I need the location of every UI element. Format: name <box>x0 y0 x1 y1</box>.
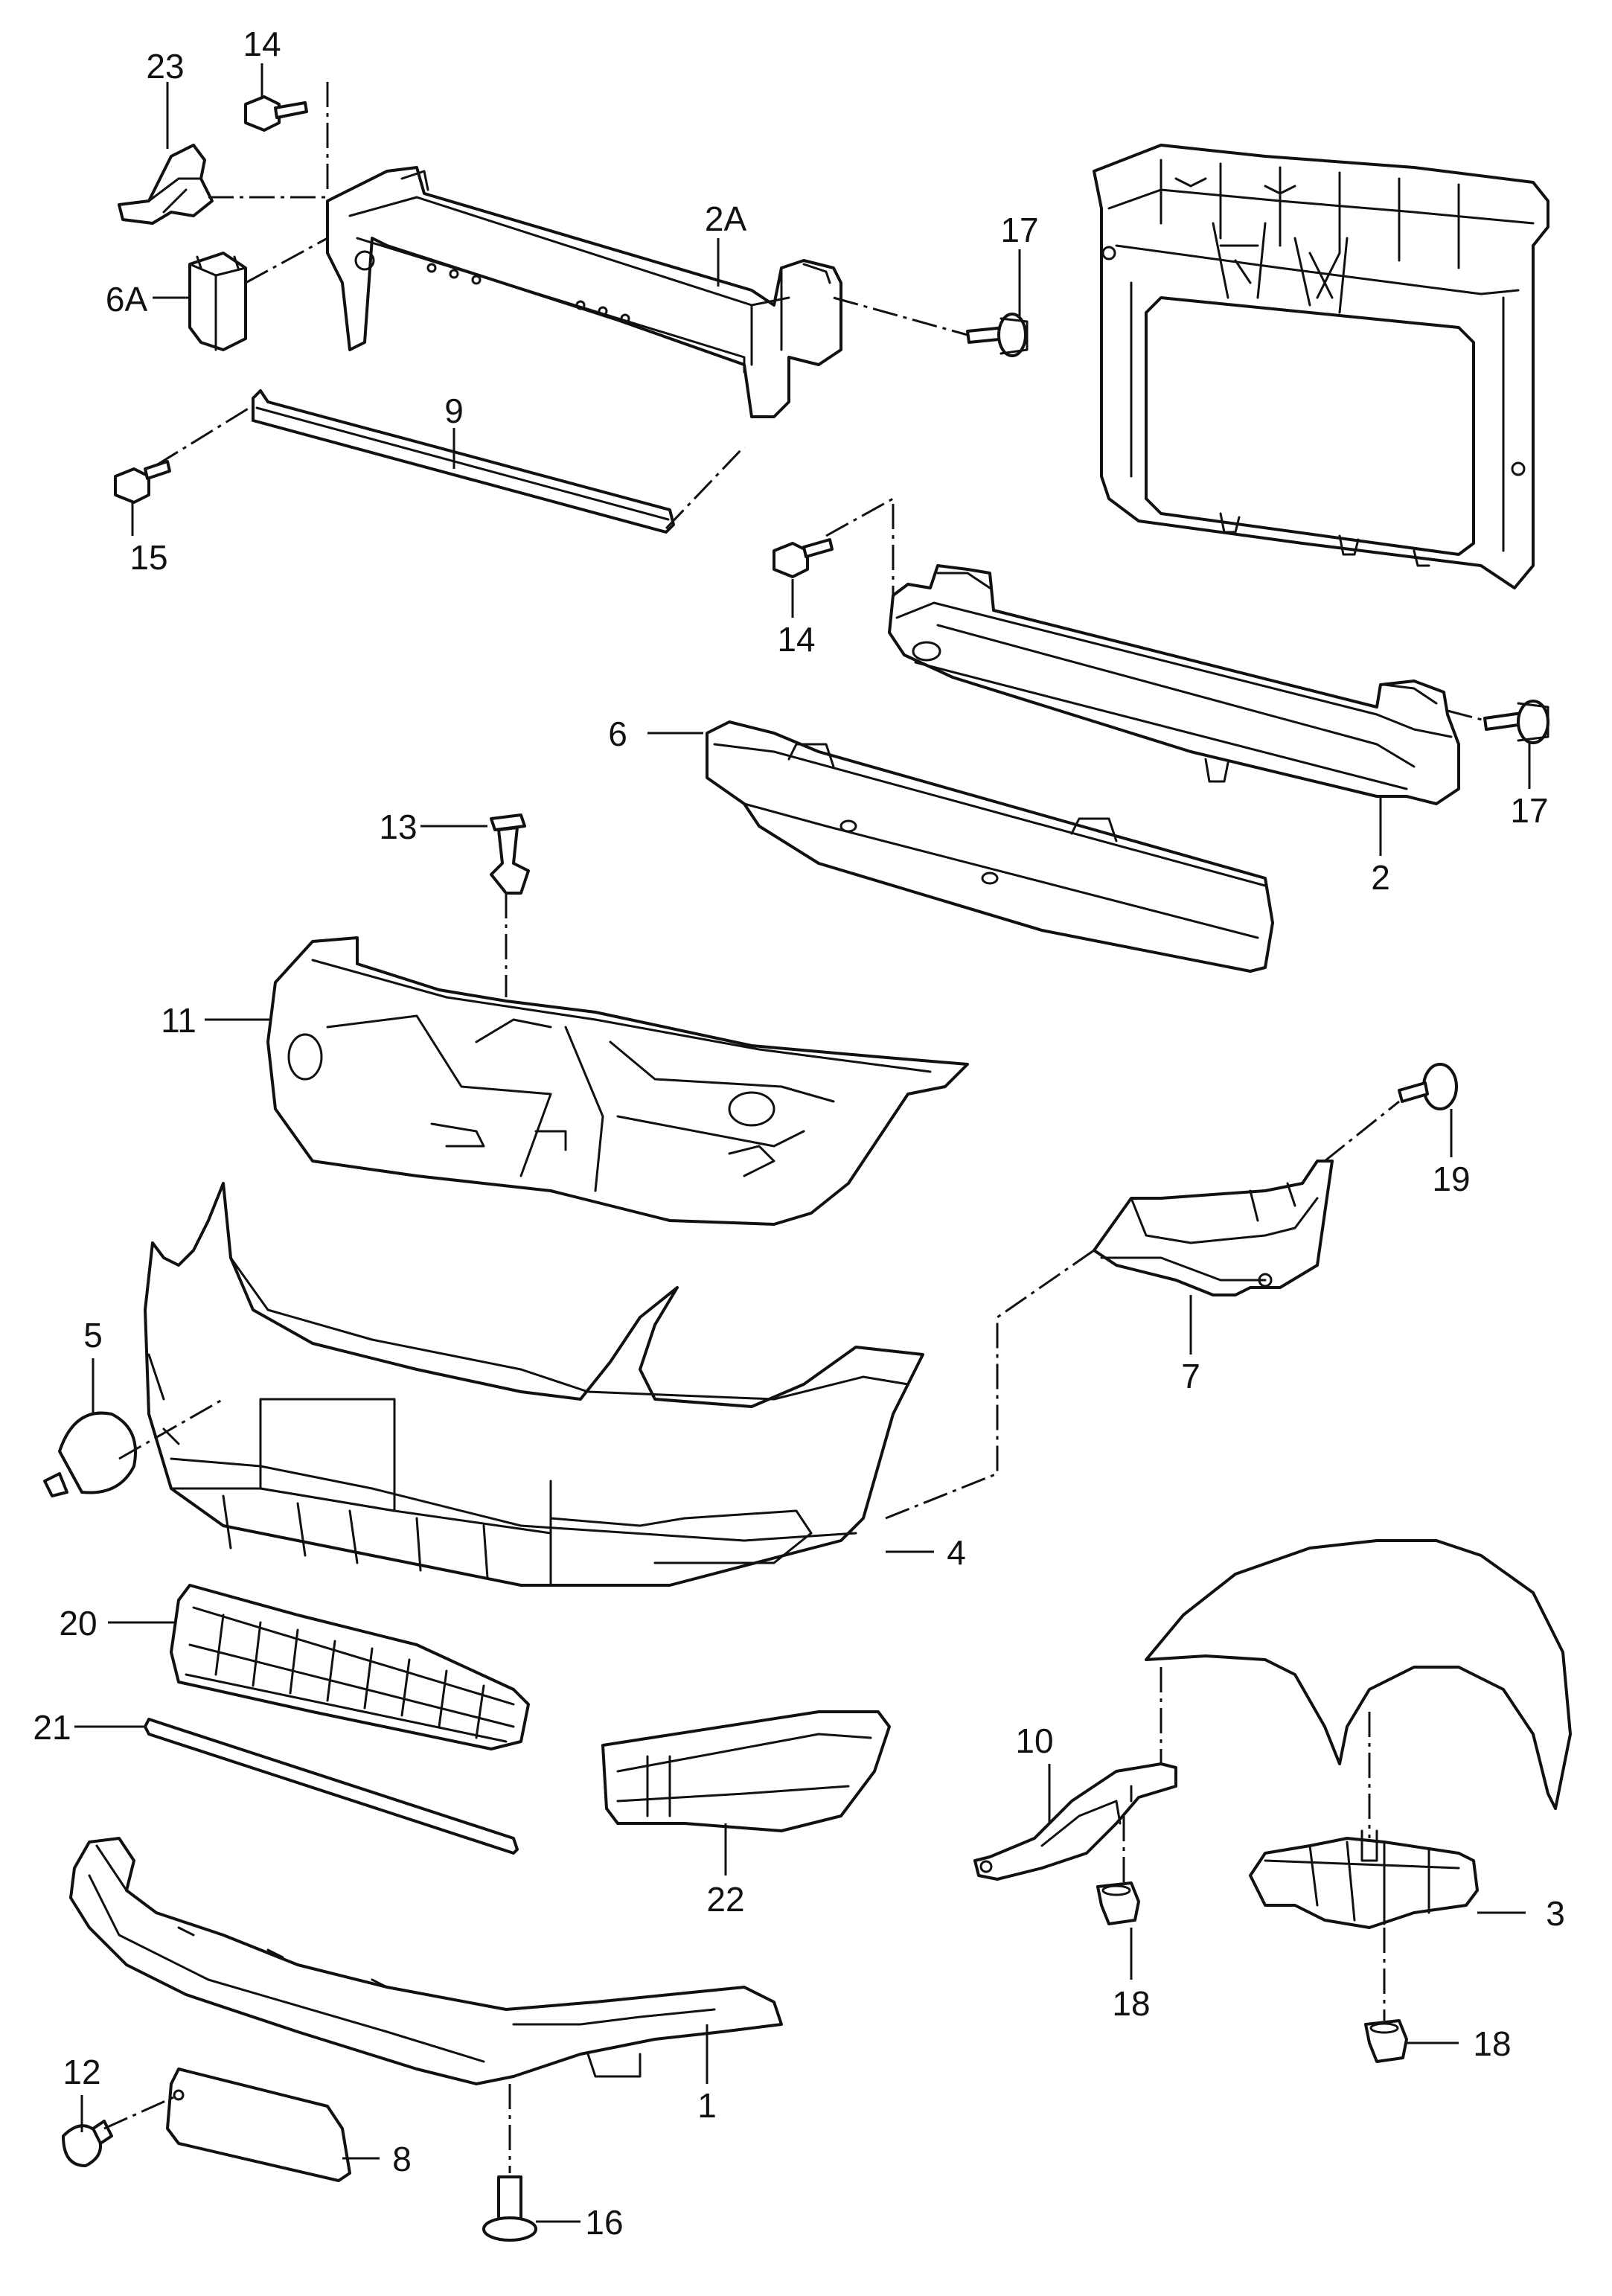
callout-18-right: 18 <box>1473 2024 1511 2063</box>
mounting-bracket-7 <box>1093 1160 1334 1296</box>
callout-9: 9 <box>444 391 464 430</box>
callout-2: 2 <box>1371 858 1390 897</box>
screw-17-right <box>1483 700 1549 744</box>
fender-bracket-10 <box>973 1762 1177 1881</box>
callout-15: 15 <box>129 538 167 577</box>
air-guide-11 <box>266 936 969 1226</box>
clip-13 <box>490 813 530 895</box>
trim-strip-21 <box>144 1718 519 1855</box>
screw-17-top <box>966 313 1029 357</box>
bolt-14-mid <box>773 538 834 578</box>
bumper-guide-3 <box>1249 1829 1479 1929</box>
buffer-block-6a <box>188 252 247 351</box>
callout-10: 10 <box>1015 1721 1053 1760</box>
callout-6a: 6A <box>106 280 148 319</box>
callout-12: 12 <box>63 2053 100 2091</box>
callout-21: 21 <box>33 1708 71 1747</box>
callout-1: 1 <box>697 2086 717 2125</box>
bolt-14-top <box>244 95 308 132</box>
nut-18-left <box>1096 1881 1140 1925</box>
callout-16: 16 <box>585 2203 623 2242</box>
fog-light-grille-22 <box>601 1710 891 1832</box>
license-plate-bracket-8 <box>166 2068 351 2182</box>
callout-5: 5 <box>83 1316 103 1355</box>
trim-strip-9 <box>252 389 675 534</box>
leader-lines <box>74 63 1531 2223</box>
callout-14-top: 14 <box>243 25 281 63</box>
callout-17-right: 17 <box>1510 791 1548 830</box>
callout-19: 19 <box>1432 1160 1470 1198</box>
clip-16 <box>482 2175 537 2242</box>
callout-6: 6 <box>608 714 627 753</box>
bumper-reinforcement-2 <box>888 564 1460 805</box>
callout-20: 20 <box>59 1604 97 1643</box>
callout-11: 11 <box>161 1001 196 1040</box>
callout-22: 22 <box>706 1880 744 1919</box>
callout-7: 7 <box>1181 1357 1200 1395</box>
callout-3: 3 <box>1546 1894 1565 1933</box>
callout-17-top: 17 <box>1000 211 1038 249</box>
front-end-carrier <box>1093 144 1549 589</box>
screw-19 <box>1398 1063 1458 1110</box>
callout-labels: 23 14 2A 17 6A 9 15 14 6 17 2 13 11 19 5… <box>33 25 1564 2242</box>
callout-2a: 2A <box>705 199 747 238</box>
assembly-lines <box>103 82 1485 2173</box>
callout-4: 4 <box>947 1533 966 1572</box>
tow-hook-cover-5 <box>43 1411 137 1497</box>
bolt-15 <box>114 460 171 504</box>
nut-18-right <box>1364 2019 1408 2063</box>
bracket-23 <box>118 144 214 225</box>
bumper-cover-4 <box>144 1182 924 1587</box>
callout-13: 13 <box>379 808 417 846</box>
clip-12 <box>62 2120 113 2167</box>
energy-absorber-6 <box>706 720 1274 973</box>
callout-18-left: 18 <box>1112 1984 1150 2023</box>
callout-8: 8 <box>392 2140 412 2178</box>
callout-23: 23 <box>146 47 184 86</box>
callout-14-mid: 14 <box>777 620 815 659</box>
fender <box>1145 1539 1572 1810</box>
lower-spoiler-1 <box>69 1837 783 2085</box>
lower-grille-20 <box>170 1584 530 1750</box>
bumper-reinforcement-2a <box>326 166 842 418</box>
